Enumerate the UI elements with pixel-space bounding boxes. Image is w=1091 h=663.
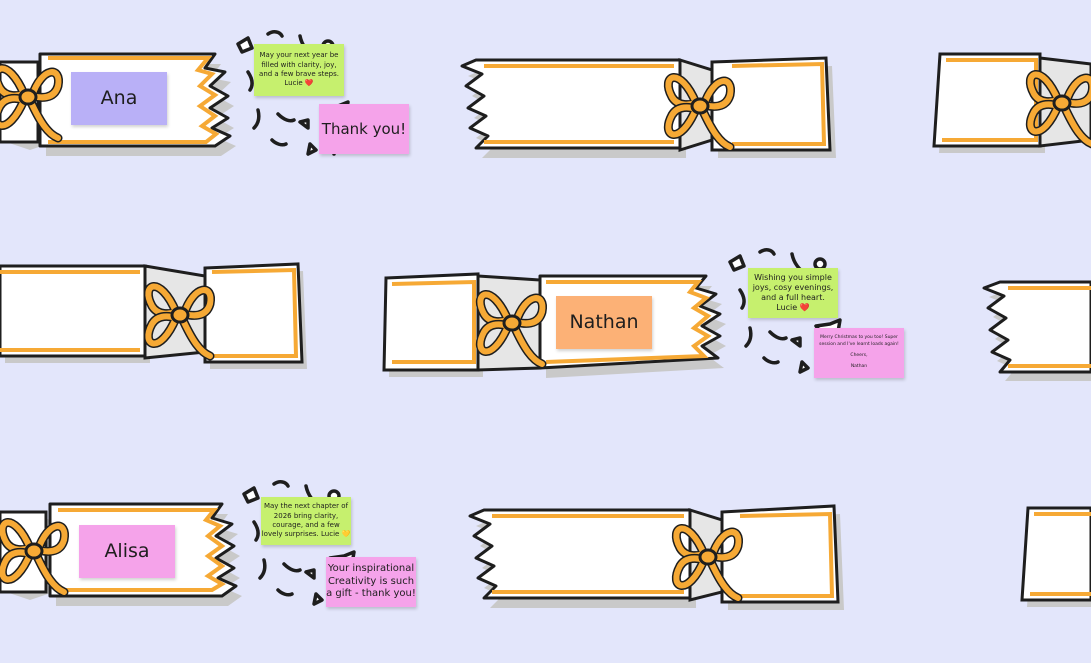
- signature-with-heart-icon: Lucie ❤️: [776, 303, 810, 312]
- cracker-empty: [0, 262, 307, 369]
- reply-note[interactable]: Your inspirational Creativity is such a …: [326, 557, 416, 607]
- cracker-nathan: [382, 272, 726, 378]
- wish-note[interactable]: May the next chapter of 2026 bring clari…: [261, 497, 351, 545]
- reply-note[interactable]: Thank you!: [319, 104, 409, 154]
- name-card-nathan[interactable]: Nathan: [556, 296, 652, 349]
- cracker-empty: [460, 56, 836, 158]
- wish-note[interactable]: Wishing you simple joys, cosy evenings, …: [748, 268, 838, 318]
- name-card-alisa[interactable]: Alisa: [79, 525, 175, 578]
- signature-with-heart-icon: Lucie ❤️: [284, 79, 314, 88]
- wish-note[interactable]: May your next year be filled with clarit…: [254, 44, 344, 96]
- name-card-ana[interactable]: Ana: [71, 72, 167, 125]
- cracker-partial: [1020, 506, 1091, 607]
- cracker-partial: [932, 52, 1091, 153]
- reply-note[interactable]: Merry Christmas to you too! Super sessio…: [814, 328, 904, 378]
- cracker-partial: [982, 280, 1091, 381]
- signature-with-heart-icon: lovely surprises. Lucie 💛: [261, 530, 351, 539]
- cracker-empty: [468, 504, 844, 610]
